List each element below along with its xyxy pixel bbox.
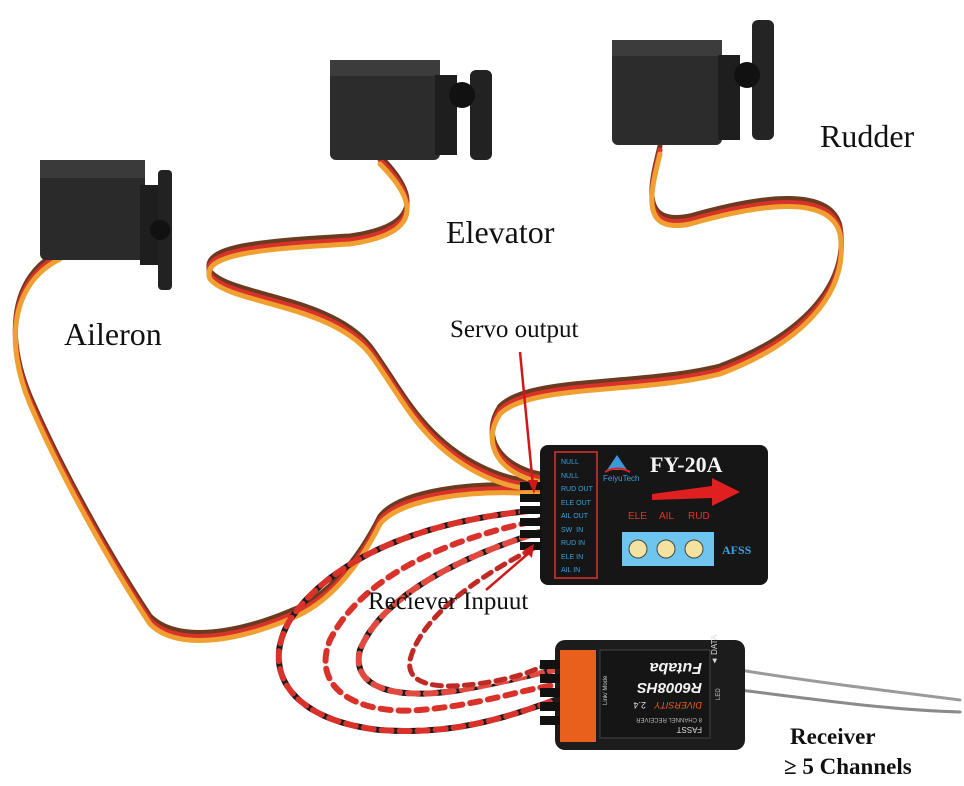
receiver-brand: Futaba [649, 659, 702, 676]
receiver-model: R6008HS [636, 679, 702, 696]
elevator-label: Elevator [446, 214, 555, 250]
rudder-wire [489, 143, 844, 485]
controller-port-label: AIL IN [561, 567, 581, 574]
controller-port-label: AIL OUT [561, 513, 588, 520]
rudder-servo [612, 20, 774, 145]
ail-pot [656, 539, 676, 559]
aileron-wire [12, 248, 543, 643]
afss-label: AFSS [722, 543, 752, 557]
receiver-input-pointer [485, 551, 531, 591]
servo-output-pointer [518, 351, 535, 487]
controller-port-label: NULL [561, 459, 579, 466]
pot-label-rud: RUD [688, 511, 710, 522]
receiver-caption-line2: ≥ 5 Channels [784, 754, 912, 779]
direction-arrow-icon [652, 478, 740, 506]
pot-label-ail: AIL [659, 511, 675, 522]
controller-port-label: RUD OUT [561, 486, 593, 493]
receiver-caption-line1: Receiver [790, 724, 876, 749]
receiver-input-label: Reciever Inpuut [368, 588, 529, 615]
servo-wires [12, 143, 844, 643]
controller-brand: FeiyuTech [603, 474, 640, 483]
pot-label-ele: ELE [628, 511, 647, 522]
futaba-receiver [540, 640, 745, 750]
aileron-servo [40, 160, 172, 290]
ele-pot [628, 539, 648, 559]
receiver-led: LED [716, 688, 722, 700]
controller-port-label: ELE OUT [561, 499, 591, 507]
controller-model: FY-20A [650, 452, 723, 477]
receiver-channel-strip [560, 650, 596, 742]
pointer-arrows [485, 351, 538, 591]
elevator-servo [330, 60, 492, 160]
controller-port-label: NULL [561, 472, 579, 480]
fy20a-controller [520, 445, 768, 585]
aileron-label: Aileron [64, 316, 162, 352]
feiyutech-logo-icon [607, 455, 627, 470]
receiver-label-panel: FASST 8 CHANNEL RECEIVER DIVERSITY 2.4 R… [602, 652, 708, 736]
elevator-wire [206, 153, 543, 491]
controller-port-label: RUD IN [561, 540, 586, 547]
servo-output-label: Servo output [450, 316, 579, 343]
controller-port-label: ELE IN [561, 553, 584, 561]
twisted-leads [275, 507, 962, 734]
rud-pot [684, 539, 704, 559]
controller-port-label: SW IN [561, 526, 584, 534]
receiver-diversity: DIVERSITY [654, 700, 702, 710]
receiver-data-port: ◄ DATA [710, 634, 719, 665]
controller-port-list: NULL NULL RUD OUT ELE OUT AIL OUT SW IN RUD IN… [561, 456, 597, 578]
receiver-band: 2.4 [633, 700, 646, 710]
rudder-label: Rudder [820, 118, 915, 154]
receiver-fasst: FASST [676, 725, 702, 734]
receiver-channel-desc: 8 CHANNEL RECEIVER [636, 716, 702, 722]
receiver-link-mode: Link/ Mode [603, 675, 609, 705]
